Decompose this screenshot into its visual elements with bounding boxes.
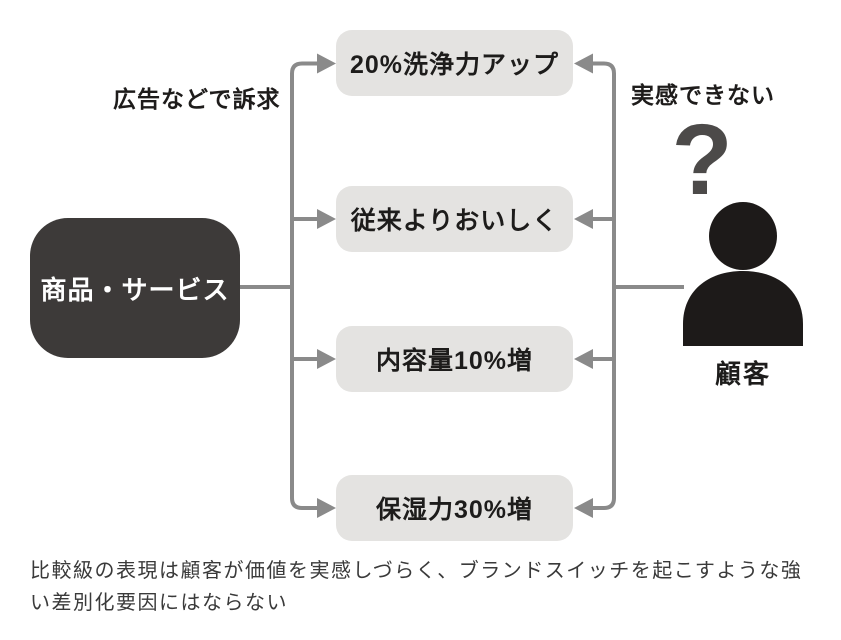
- claim-box-tastier: 従来よりおいしく: [336, 186, 573, 252]
- customer-label: 顧客: [714, 359, 771, 389]
- arrowhead-left-claim1-icon: [317, 53, 336, 74]
- product-service-box: 商品・サービス: [30, 218, 240, 358]
- claim-box-content-volume: 内容量10%増: [336, 326, 573, 392]
- arrowhead-left-claim4-icon: [317, 498, 336, 518]
- person-icon: [683, 202, 803, 346]
- product-service-label: 商品・サービス: [40, 274, 230, 305]
- arrowhead-left-claim2-icon: [317, 209, 336, 229]
- caption-text: 比較級の表現は顧客が価値を実感しづらく、ブランドスイッチを起こすような強い差別化…: [30, 560, 803, 614]
- claim-box-moisturizing: 保湿力30%増: [336, 475, 573, 541]
- arrowhead-right-claim4-icon: [574, 498, 593, 518]
- left-spine-connector: [290, 61, 318, 510]
- advertising-appeal-label: 広告などで訴求: [113, 86, 281, 112]
- right-spine-connector: [592, 61, 616, 510]
- claim-label: 保湿力30%増: [375, 496, 534, 524]
- claim-label: 内容量10%増: [375, 347, 534, 375]
- arrowhead-right-claim3-icon: [574, 349, 593, 369]
- claim-label: 従来よりおいしく: [350, 207, 559, 235]
- claim-label: 20%洗浄力アップ: [349, 51, 560, 79]
- cannot-feel-label: 実感できない: [631, 82, 775, 108]
- claim-box-cleaning-power: 20%洗浄力アップ: [336, 30, 573, 96]
- arrowhead-right-claim2-icon: [574, 209, 593, 229]
- question-mark-icon: ?: [671, 104, 733, 216]
- arrowhead-left-claim3-icon: [317, 349, 336, 369]
- arrowhead-right-claim1-icon: [574, 53, 593, 74]
